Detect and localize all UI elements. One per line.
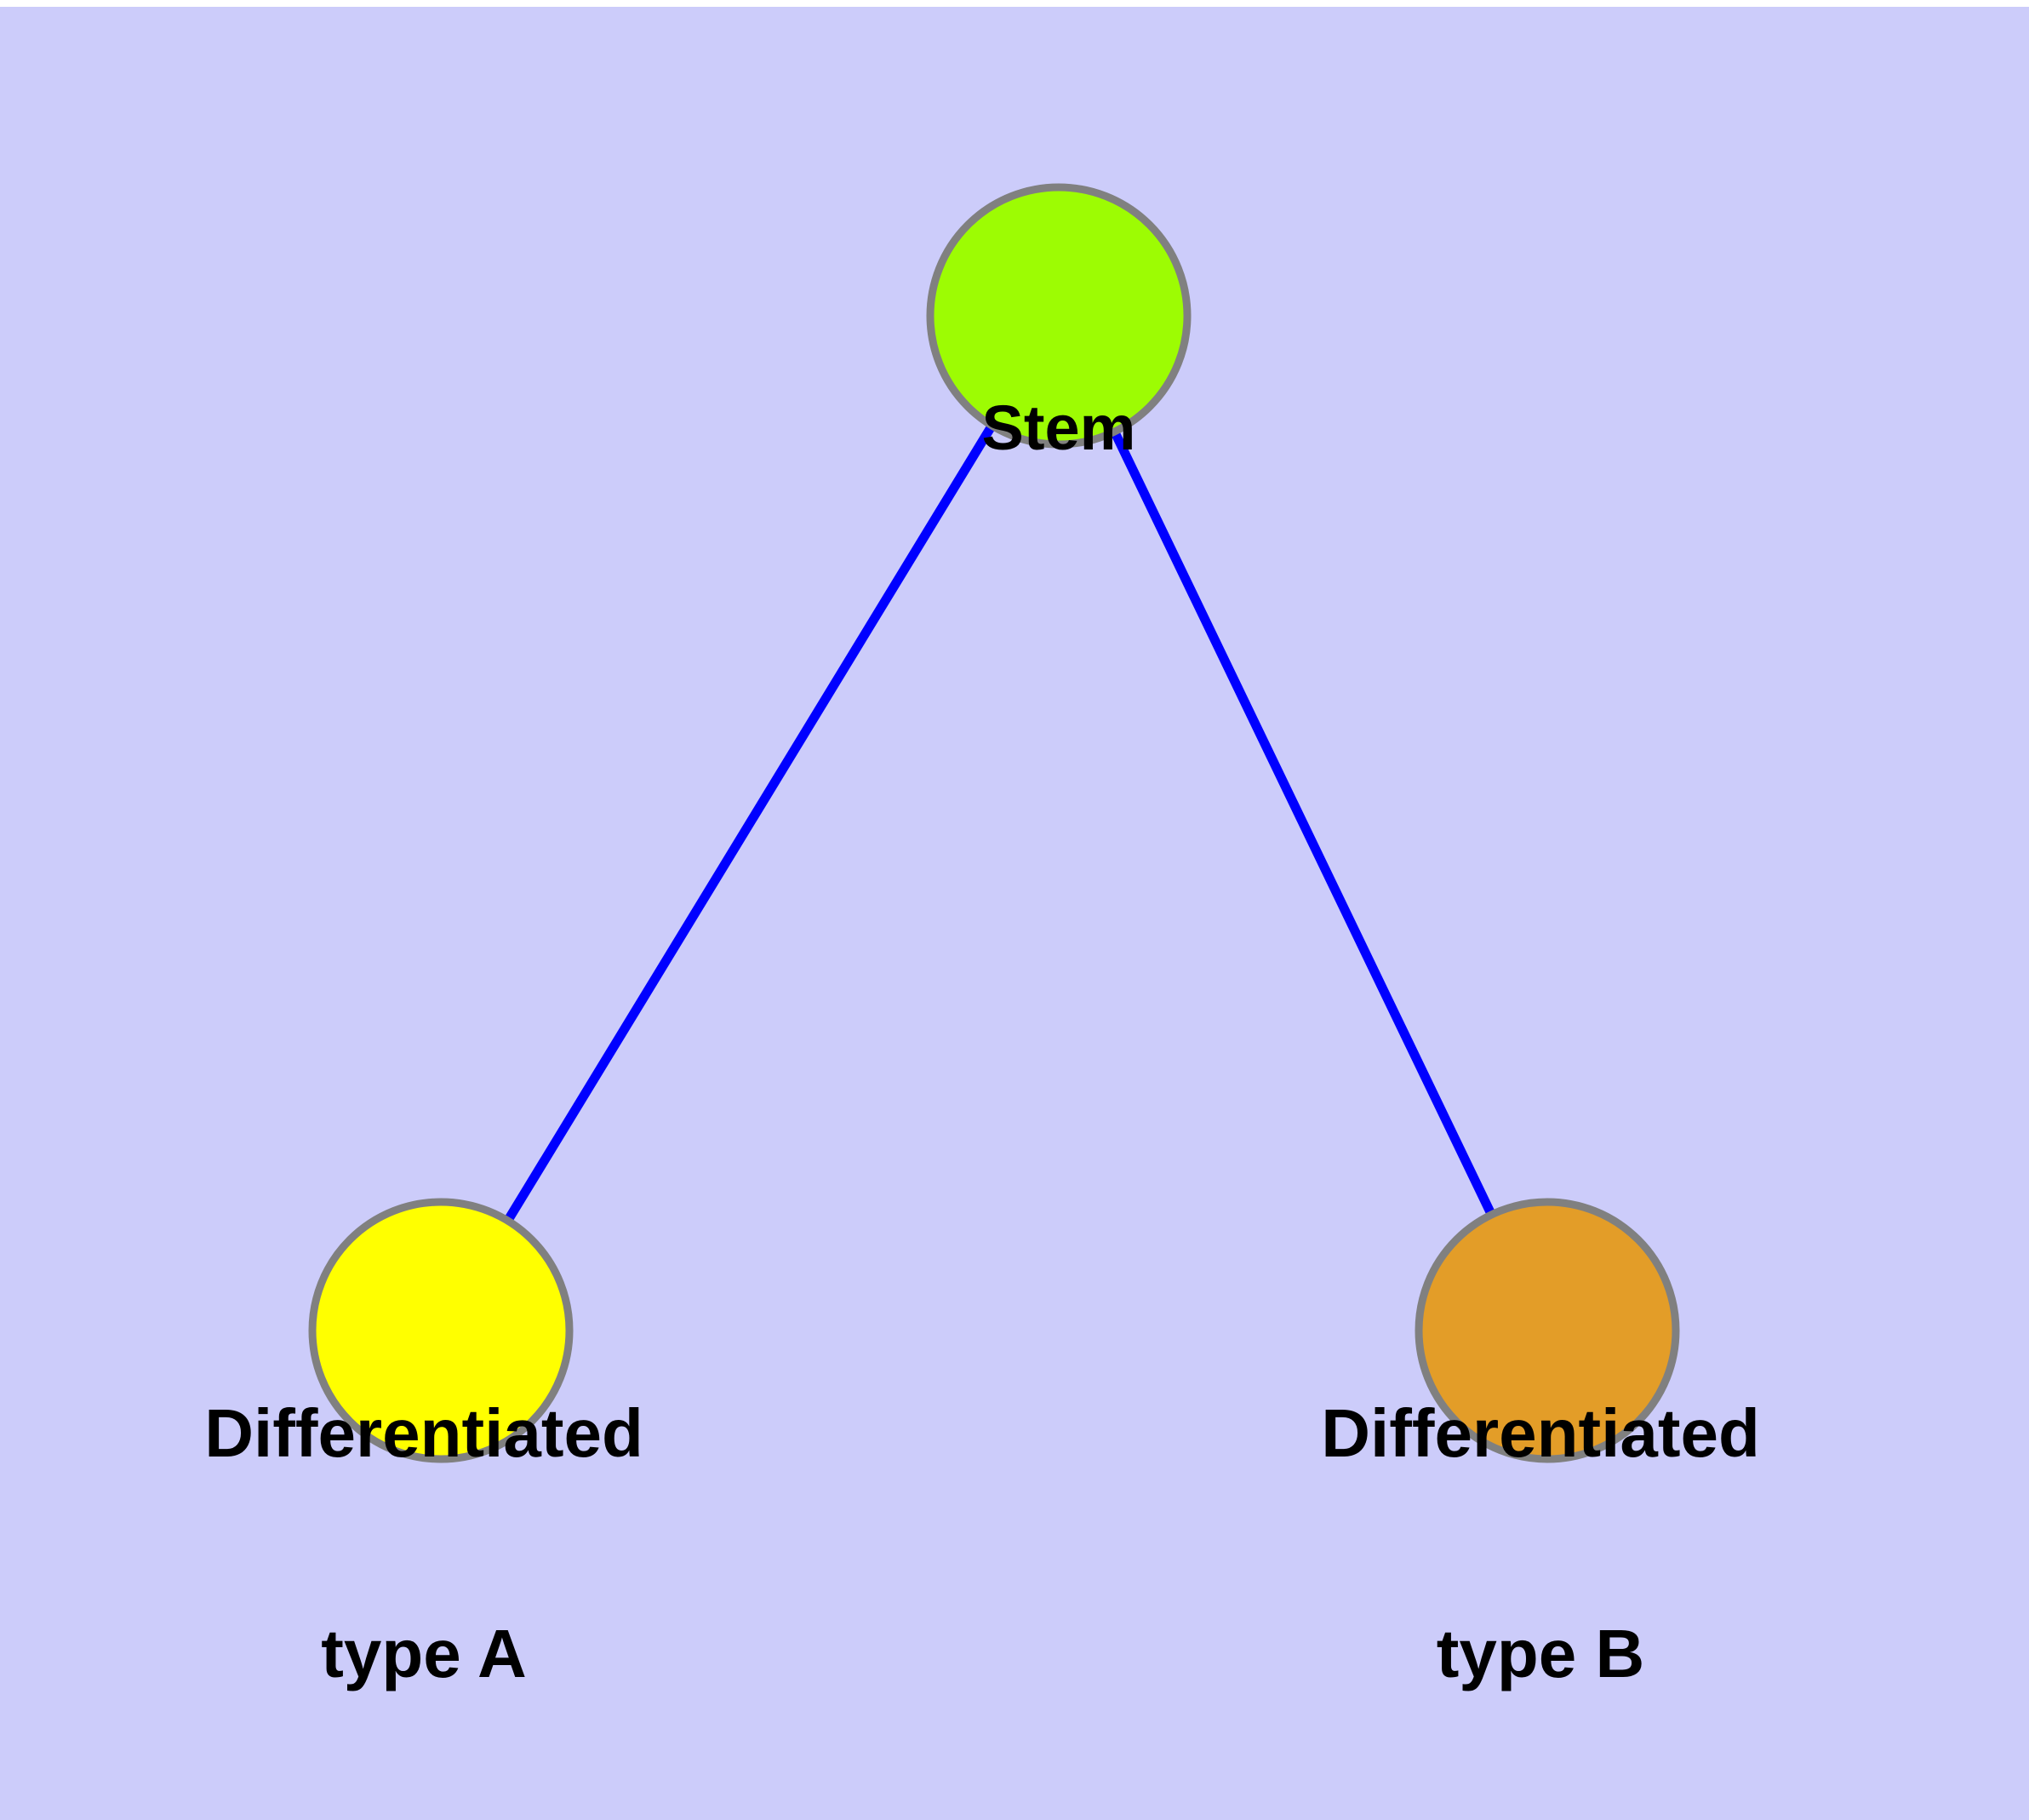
edge-stem-to-differentiated-type-b[interactable] [1110, 429, 1496, 1217]
edge-stem-to-differentiated-type-a[interactable] [503, 423, 997, 1223]
edges-group [503, 423, 1496, 1223]
node-differentiated-type-a[interactable] [308, 1198, 574, 1463]
nodes-group [308, 183, 1680, 1463]
node-differentiated-type-b[interactable] [1415, 1198, 1680, 1463]
node-stem[interactable] [926, 183, 1192, 449]
